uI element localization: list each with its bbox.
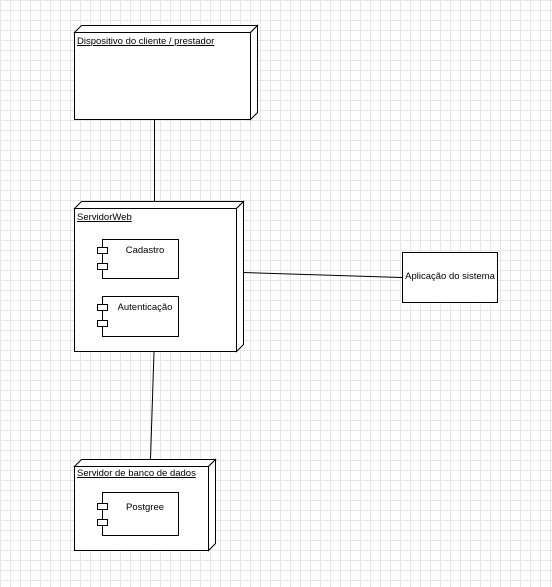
postgree-label: Postgree <box>125 502 165 513</box>
app-system-label: Aplicação do sistema <box>405 271 495 282</box>
component-cadastro[interactable] <box>97 239 179 279</box>
app-system-box[interactable] <box>402 252 498 303</box>
link-web-to-db <box>150 351 155 460</box>
client-device-label: Dispositivo do cliente / prestador <box>77 36 215 47</box>
node-client-device[interactable] <box>73 24 259 121</box>
link-web-to-app <box>242 272 403 278</box>
web-server-label: ServidorWeb <box>77 212 132 223</box>
component-postgree[interactable] <box>97 492 179 536</box>
autenticacao-label: Autenticação <box>117 302 173 313</box>
cadastro-label: Cadastro <box>125 245 165 256</box>
component-autenticacao[interactable] <box>97 296 179 337</box>
db-server-label: Servidor de banco de dados <box>77 468 196 479</box>
node-web-server[interactable] <box>73 200 245 353</box>
